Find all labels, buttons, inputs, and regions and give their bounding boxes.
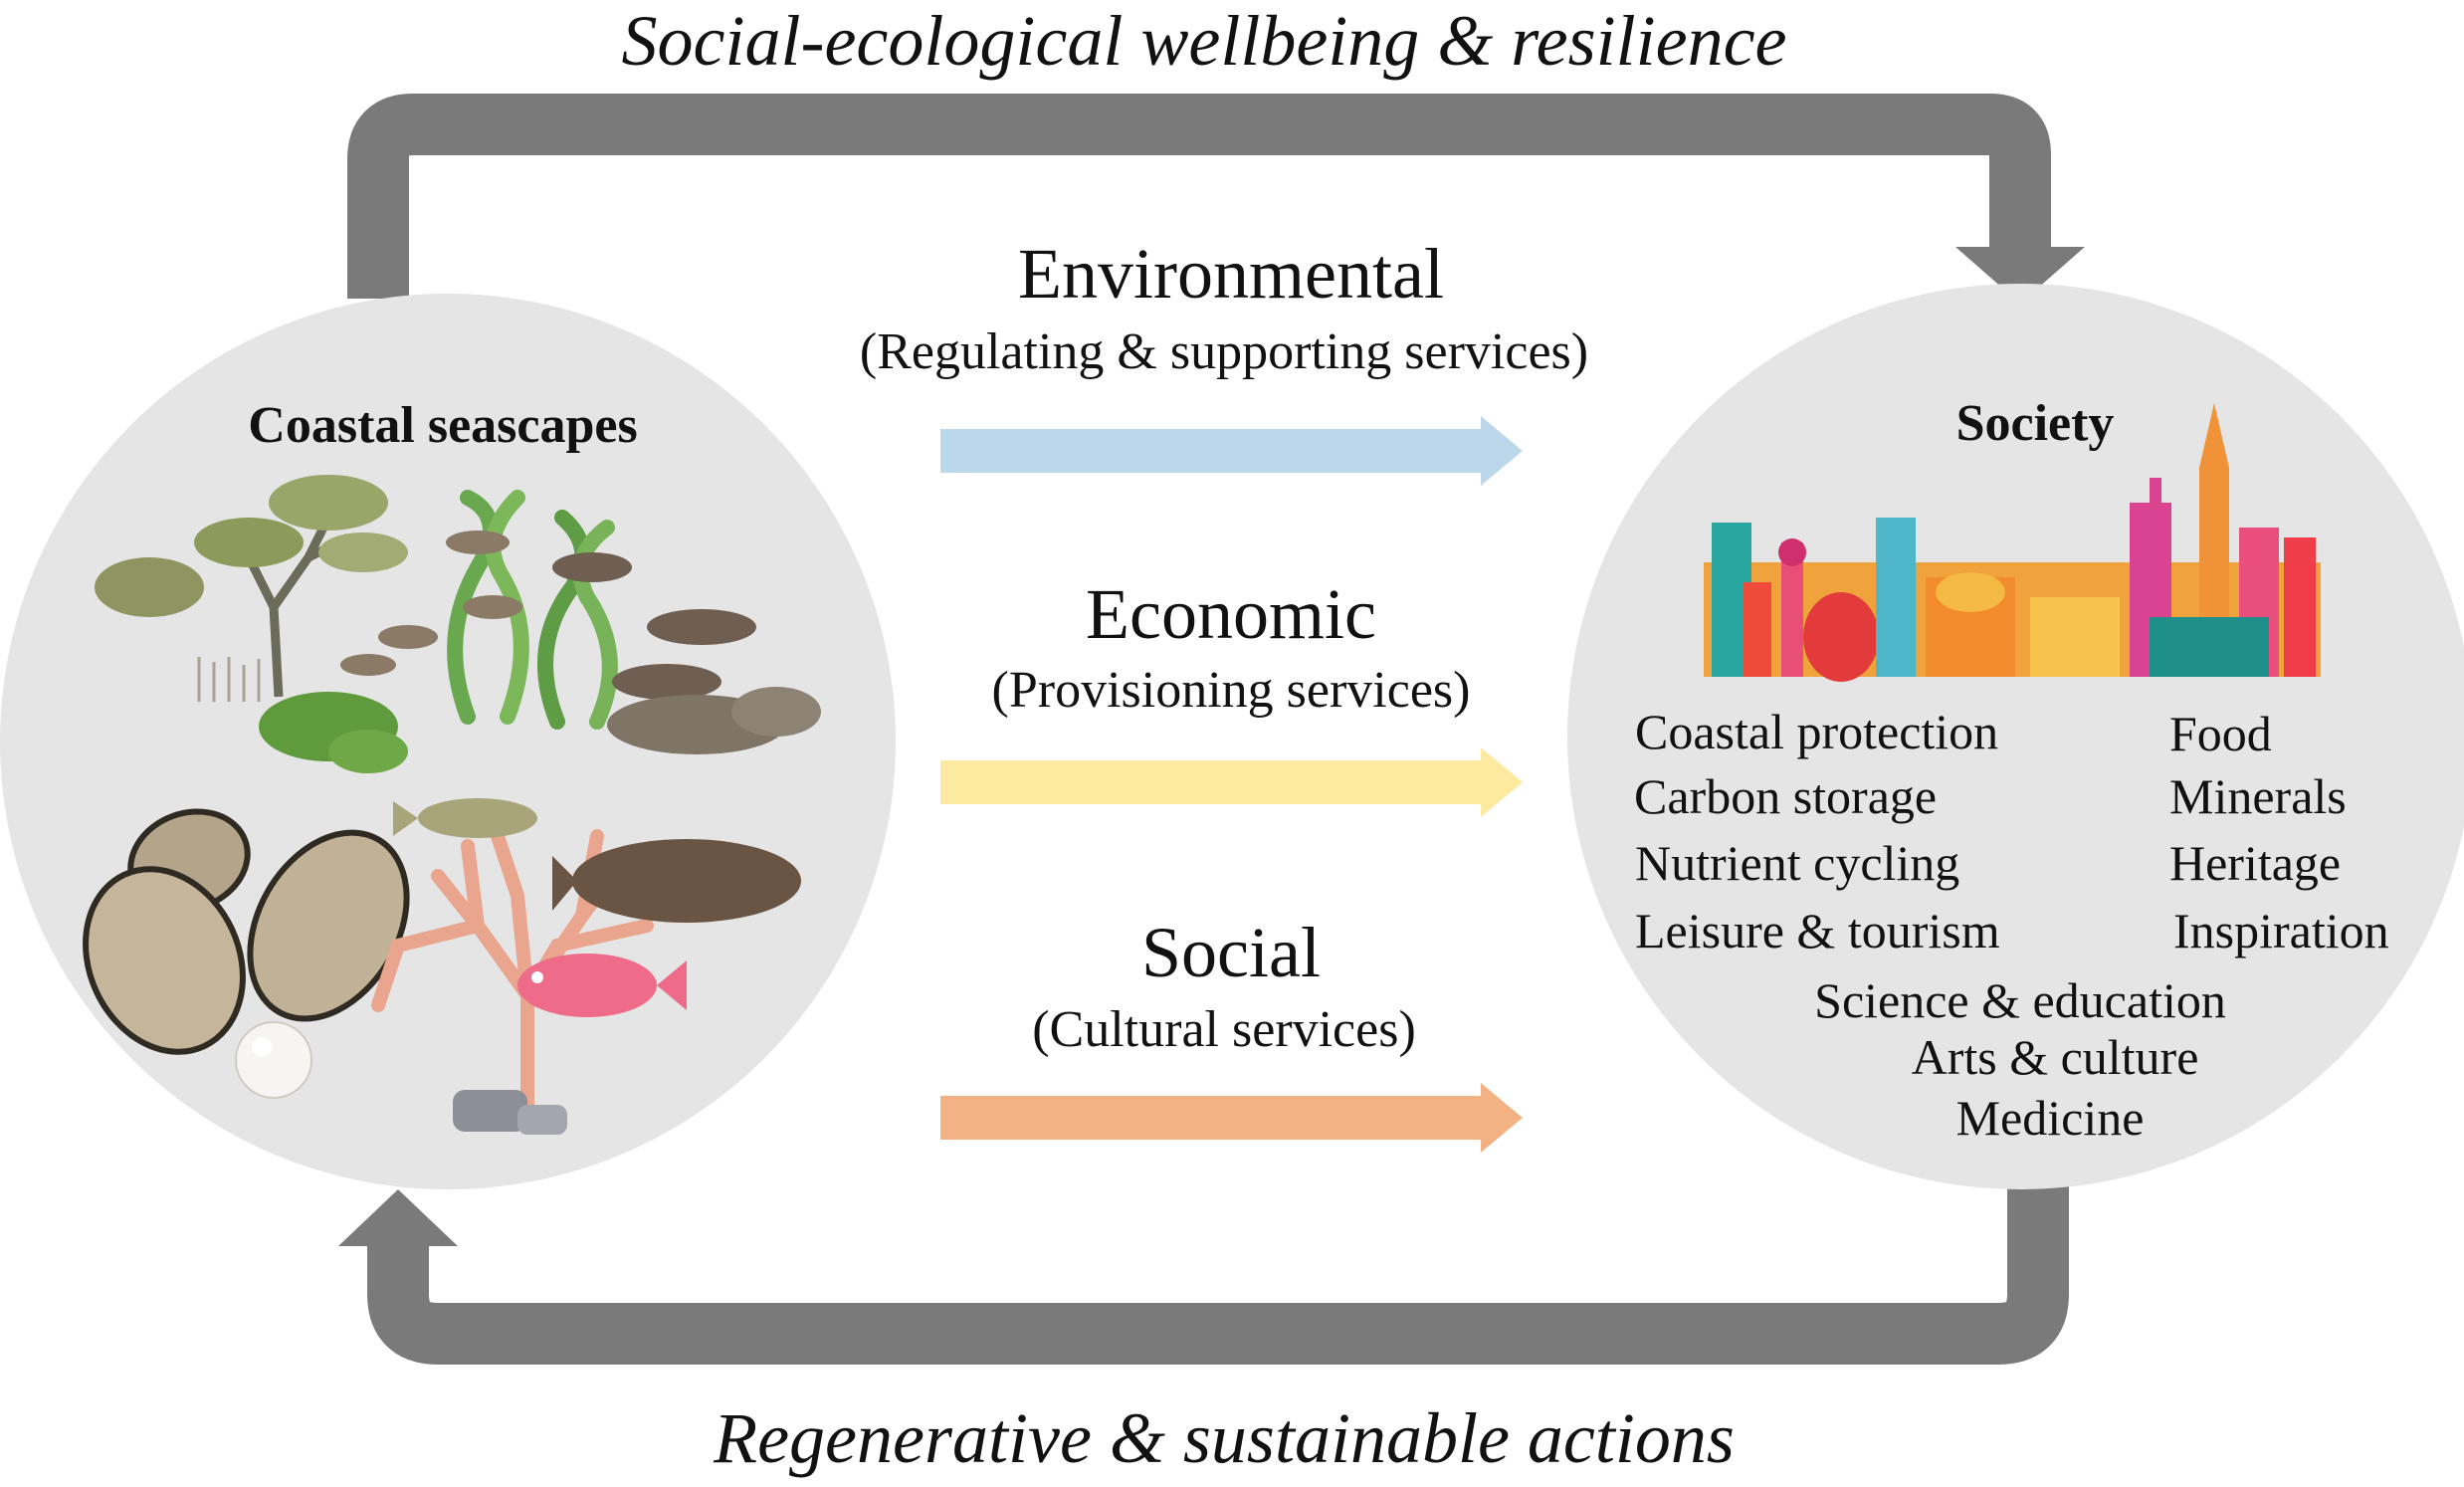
service-item: Arts & culture [1911,1029,2199,1085]
seagrass-illustration [447,490,618,730]
top-loop-label: Social-ecological wellbeing & resilience [621,1,1787,81]
school-of-fish-illustration [340,531,756,700]
coastal-seascapes-title: Coastal seascapes [248,397,638,454]
service-item: Minerals [2169,768,2347,824]
mangrove-tree-illustration [95,475,408,773]
service-item: Carbon storage [1634,768,1938,824]
economic-flow-arrow [940,747,1523,817]
service-item: Food [2169,706,2272,761]
economic-flow-subtitle: (Provisioning services) [991,662,1471,719]
top-loop-arrowhead [1955,247,2085,304]
top-loop-arrow [347,94,2051,299]
service-item: Medicine [1955,1090,2145,1146]
city-skyline-illustration [1704,403,2321,682]
service-item: Inspiration [2173,903,2389,958]
service-item: Heritage [2169,835,2342,891]
social-flow-subtitle: (Cultural services) [1032,1001,1416,1058]
bottom-loop-arrowhead [338,1189,458,1246]
environmental-flow-arrow [940,416,1523,486]
service-item: Nutrient cycling [1635,835,1960,891]
small-fish-illustration [393,798,537,838]
service-item: Leisure & tourism [1635,903,2000,958]
society-circle [1567,284,2464,1189]
society-title: Society [1955,395,2115,452]
social-flow-title: Social [1141,913,1321,992]
pink-fish-illustration [517,954,687,1017]
service-item: Science & education [1814,972,2226,1028]
service-item: Coastal protection [1635,704,1999,759]
reef-rocks-illustration [607,687,821,754]
oyster-shells-illustration [83,808,410,1055]
seabed-stones-illustration [453,1090,567,1135]
bottom-loop-arrow [367,1184,2069,1365]
environmental-flow-title: Environmental [1018,234,1444,314]
economic-flow-title: Economic [1086,574,1376,654]
environmental-flow-subtitle: (Regulating & supporting services) [859,323,1589,380]
bottom-loop-label: Regenerative & sustainable actions [714,1398,1735,1478]
grouper-fish-illustration [552,839,801,923]
social-flow-arrow [940,1083,1523,1153]
pearl-illustration [235,1021,312,1099]
